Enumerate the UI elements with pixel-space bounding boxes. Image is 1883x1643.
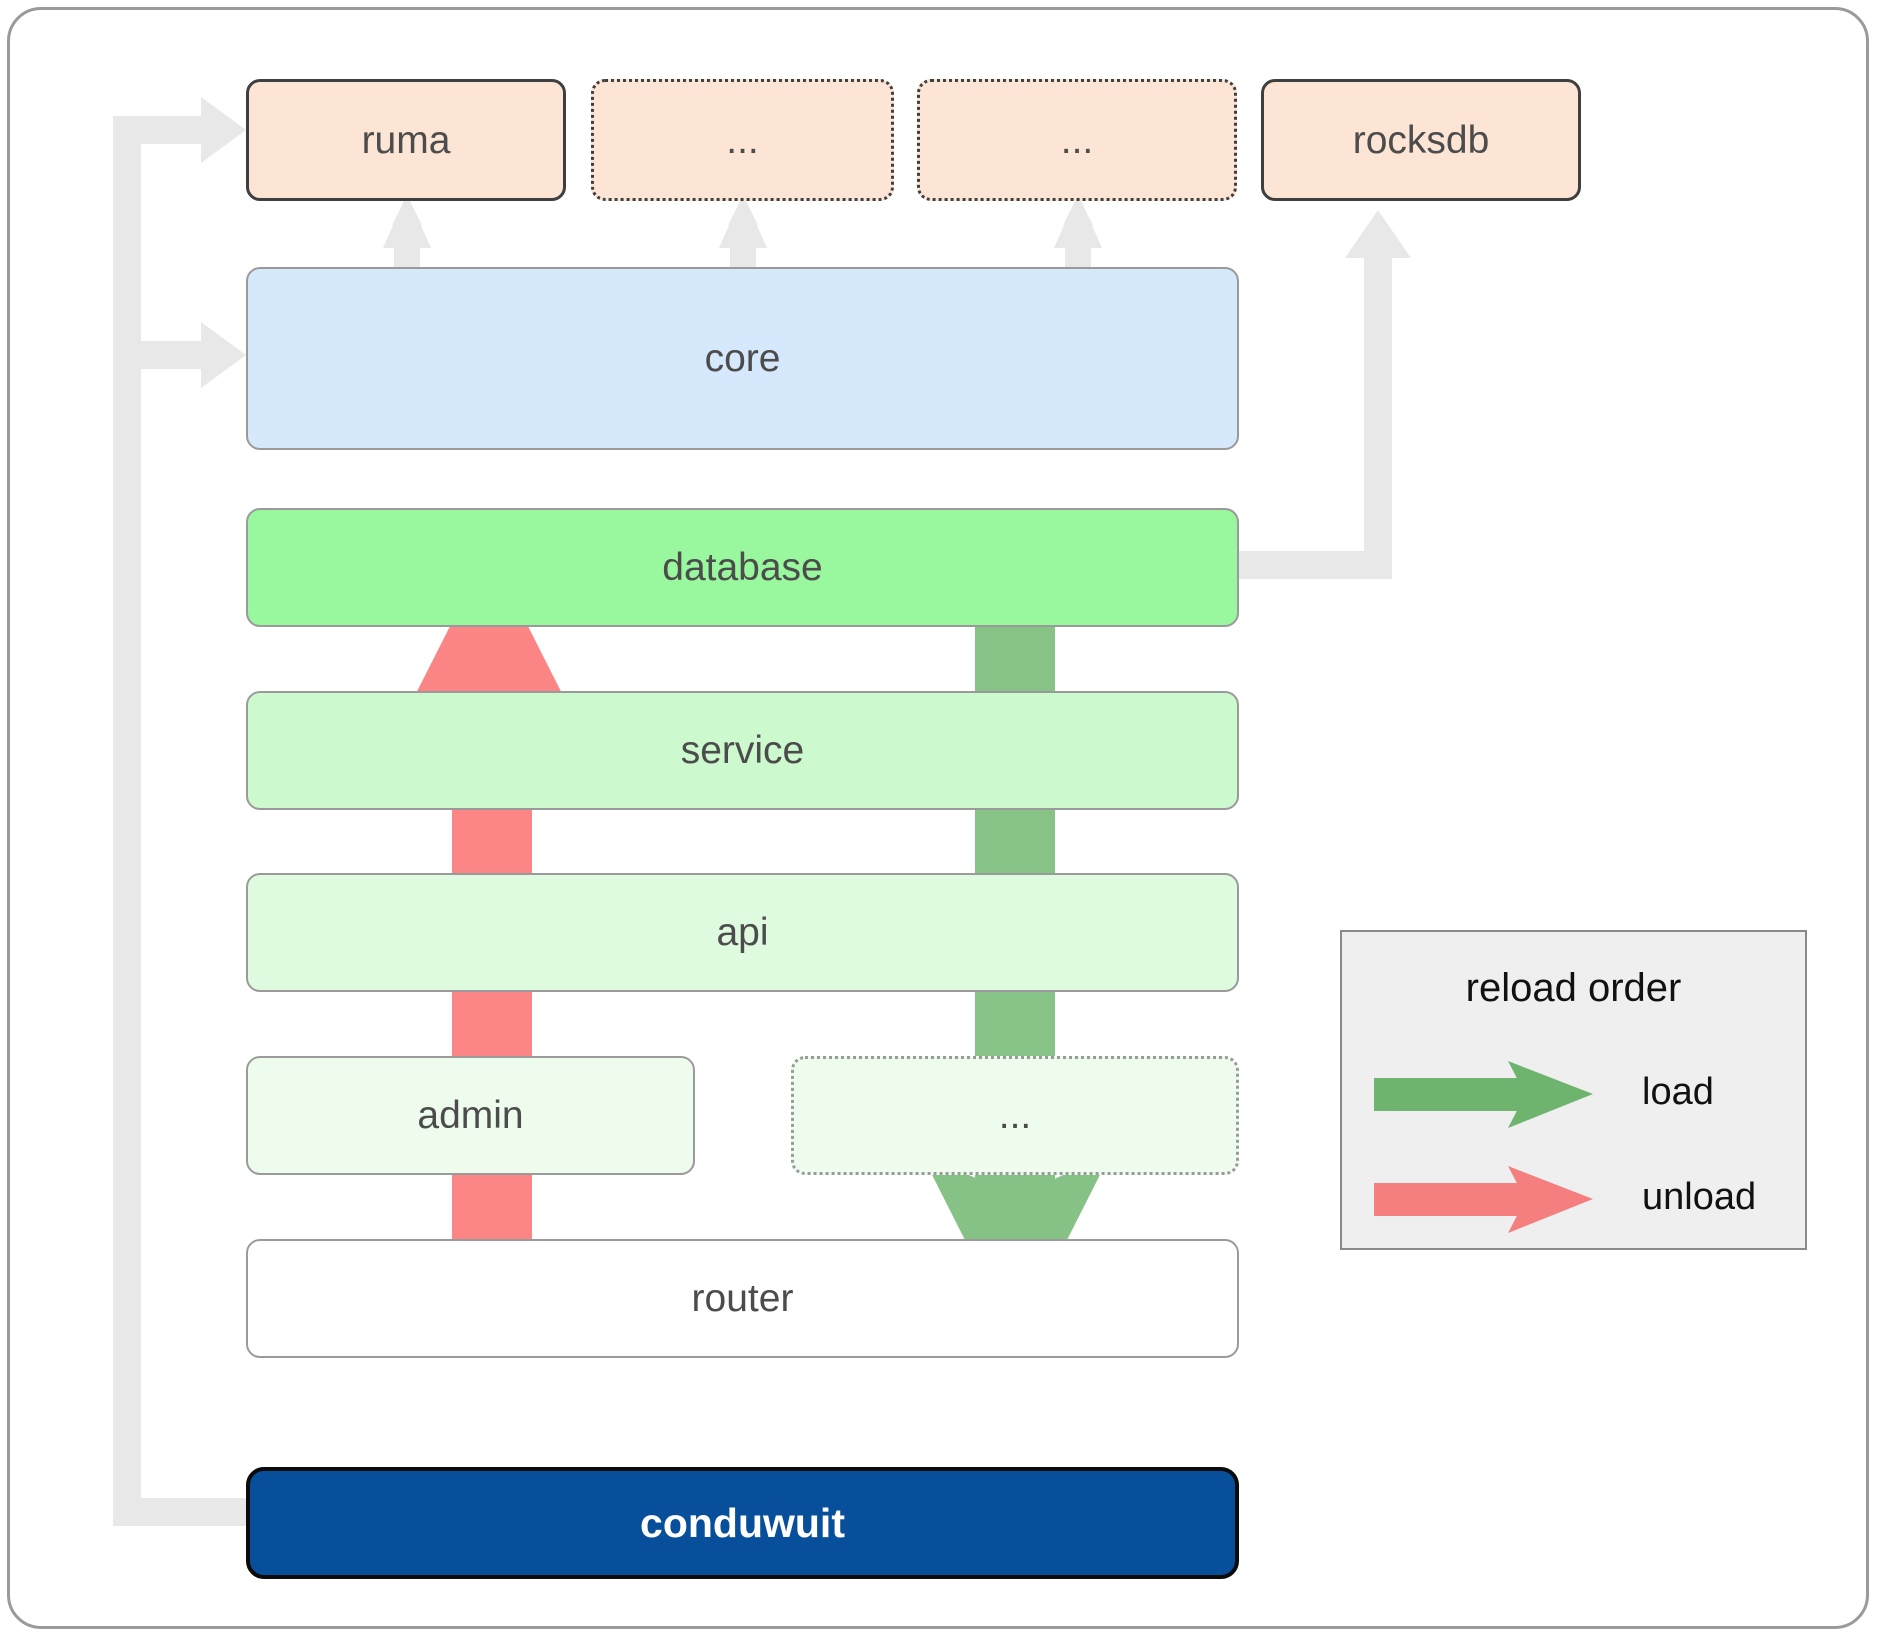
legend-item-unload: unload xyxy=(1374,1157,1784,1237)
dependency-label-ruma: ruma xyxy=(361,118,451,162)
diagram-frame xyxy=(7,7,1869,1629)
legend-item-load: load xyxy=(1374,1052,1784,1132)
layer-label-database: database xyxy=(662,546,823,589)
layer-node-router[interactable]: router xyxy=(246,1239,1239,1358)
root-label-conduwuit: conduwuit xyxy=(640,1499,845,1546)
layer-label-core: core xyxy=(704,337,781,380)
legend-label-unload: unload xyxy=(1642,1175,1757,1218)
layer-node-database[interactable]: database xyxy=(246,508,1239,627)
dependency-node-ellipsis-a[interactable]: ... xyxy=(591,79,894,201)
layer-label-api: api xyxy=(716,911,769,954)
layer-label-router: router xyxy=(691,1277,794,1320)
layer-label-admin: admin xyxy=(417,1094,524,1137)
dependency-node-rocksdb[interactable]: rocksdb xyxy=(1261,79,1581,201)
dependency-label-ellipsis-b: ... xyxy=(1060,118,1094,162)
layer-label-ellipsis: ... xyxy=(998,1094,1032,1137)
layer-node-api[interactable]: api xyxy=(246,873,1239,992)
layer-label-service: service xyxy=(680,729,805,772)
legend-label-load: load xyxy=(1642,1070,1714,1113)
dependency-label-ellipsis-a: ... xyxy=(726,118,759,162)
dependency-node-ellipsis-b[interactable]: ... xyxy=(917,79,1237,201)
layer-node-ellipsis[interactable]: ... xyxy=(791,1056,1239,1175)
legend-panel: reload order load unload xyxy=(1340,930,1807,1250)
dependency-label-rocksdb: rocksdb xyxy=(1352,118,1490,162)
layer-node-service[interactable]: service xyxy=(246,691,1239,810)
legend-title: reload order xyxy=(1465,966,1682,1010)
dependency-node-ruma[interactable]: ruma xyxy=(246,79,566,201)
layer-node-core[interactable]: core xyxy=(246,267,1239,450)
legend-swatch-unload xyxy=(1374,1166,1593,1233)
root-node-conduwuit[interactable]: conduwuit xyxy=(246,1467,1239,1579)
layer-node-admin[interactable]: admin xyxy=(246,1056,695,1175)
legend-swatch-load xyxy=(1374,1061,1593,1128)
